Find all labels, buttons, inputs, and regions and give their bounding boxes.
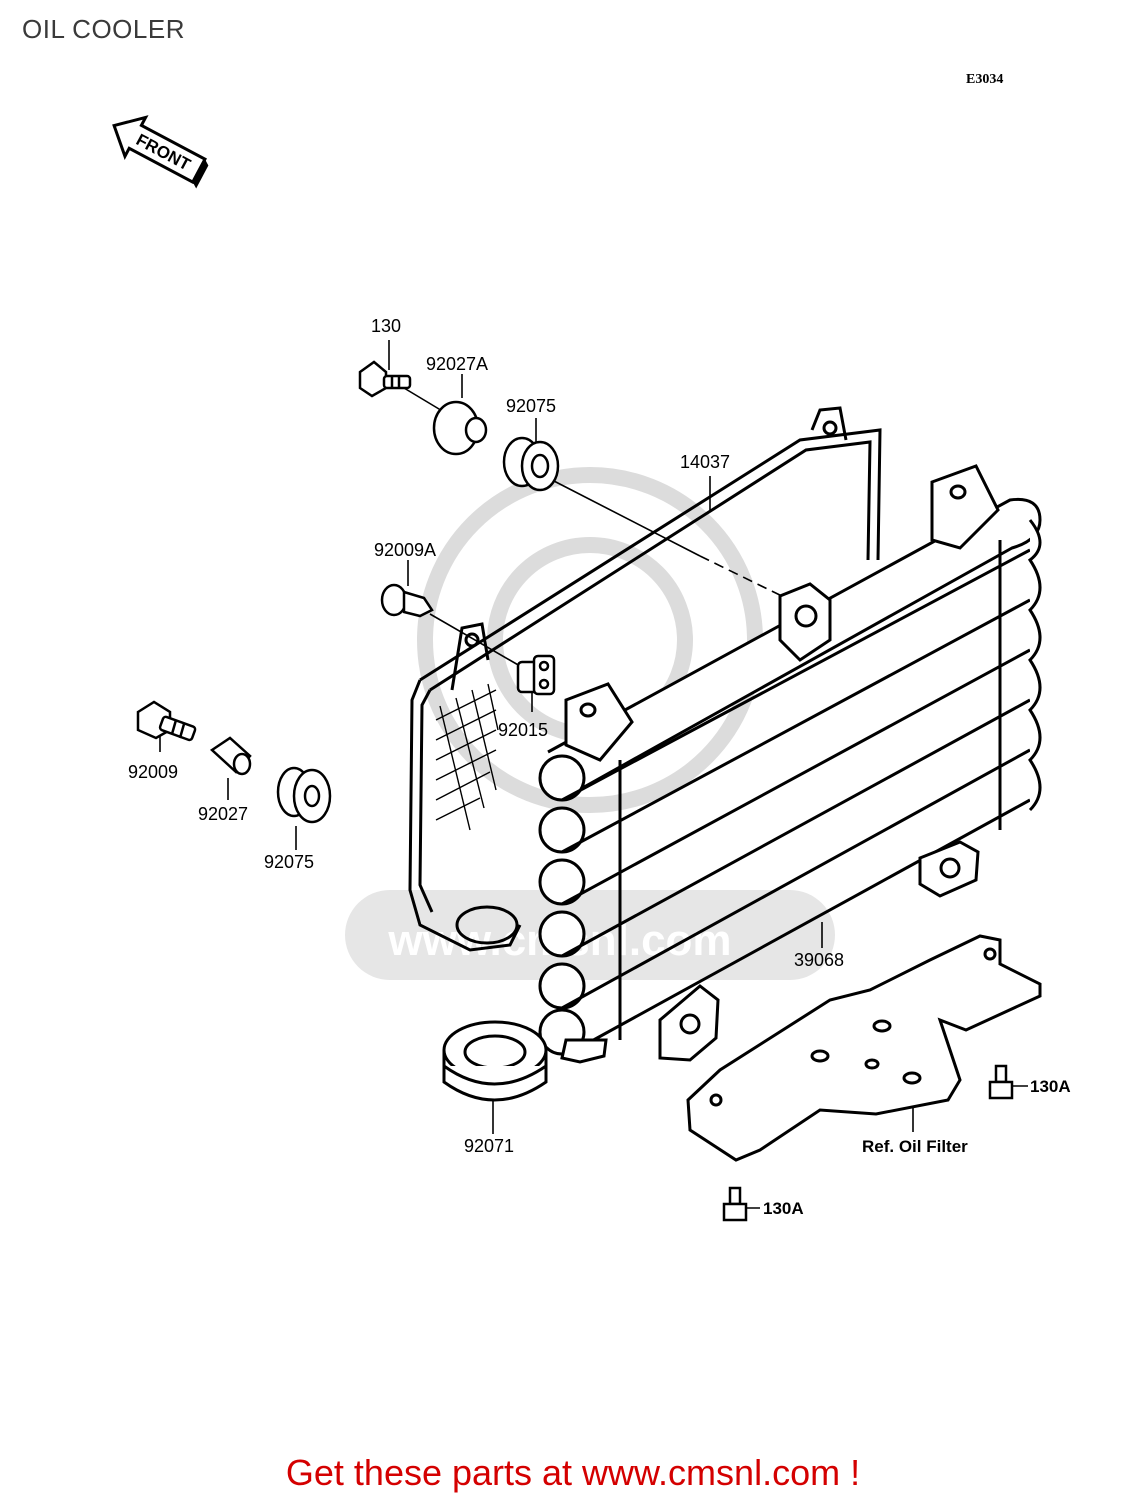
- bolt-130a-bottom-icon: [722, 1186, 748, 1222]
- label-39068: 39068: [794, 950, 844, 970]
- label-92009a: 92009A: [374, 540, 436, 560]
- leader-lines: [159, 340, 1028, 1209]
- mesh-screen-icon: [435, 683, 499, 831]
- label-130a-bottom: 130A: [763, 1199, 804, 1218]
- grommet-92071-icon: [442, 1020, 548, 1102]
- label-ref-oil-filter: Ref. Oil Filter: [862, 1137, 968, 1156]
- page-title: OIL COOLER: [22, 14, 185, 44]
- label-130a-right: 130A: [1030, 1077, 1071, 1096]
- oil-filter-bracket-icon: [686, 934, 1042, 1162]
- label-92027: 92027: [198, 804, 248, 824]
- oil-cooler-39068-icon: [538, 464, 1042, 1064]
- label-92009: 92009: [128, 762, 178, 782]
- label-14037: 14037: [680, 452, 730, 472]
- label-92075-top: 92075: [506, 396, 556, 416]
- label-92015: 92015: [498, 720, 548, 740]
- label-92071: 92071: [464, 1136, 514, 1156]
- bolt-130-icon: [358, 360, 412, 398]
- diagram-code: E3034: [966, 72, 1004, 87]
- bolt-92009a-icon: [380, 583, 434, 618]
- front-arrow-icon: FRONT: [112, 115, 209, 189]
- promo-link[interactable]: Get these parts at www.cmsnl.com !: [285, 1452, 861, 1493]
- bracket-14037-icon: [408, 406, 882, 952]
- grommet-92075-top-icon: [502, 436, 560, 492]
- bolt-92009-icon: [136, 700, 197, 742]
- collar-92027-icon: [209, 736, 252, 776]
- collar-92027a-icon: [432, 400, 488, 456]
- parts-diagram: www.cmsnl.com FRONT: [112, 115, 1071, 1222]
- label-130: 130: [371, 316, 401, 336]
- clip-92015-icon: [516, 654, 556, 696]
- label-92075-left: 92075: [264, 852, 314, 872]
- bolt-130a-right-icon: [988, 1064, 1014, 1100]
- grommet-92075-left-icon: [276, 766, 332, 824]
- label-92027a: 92027A: [426, 354, 488, 374]
